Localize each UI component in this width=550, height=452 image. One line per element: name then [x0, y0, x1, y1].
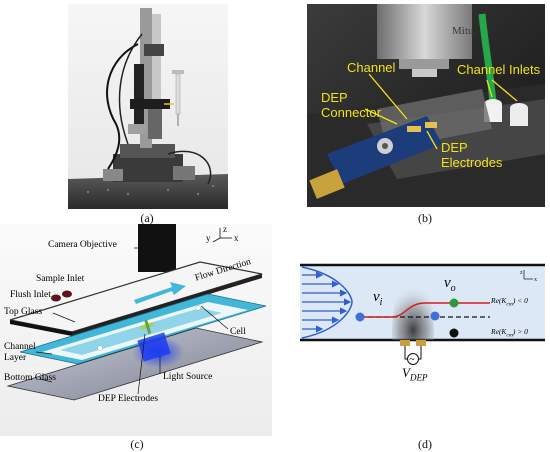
label-dep-electrodes-c: DEP Electrodes [98, 394, 159, 404]
label-re-pos: Re(Kcm) > 0 [491, 327, 528, 339]
axis-z-d: z [520, 270, 523, 276]
sample-inlet-hole [62, 290, 72, 298]
label-sample-inlet: Sample Inlet [36, 274, 85, 284]
pos-cell [449, 328, 459, 338]
label-dep-connector: DEP Connector [321, 90, 381, 120]
neg-path [360, 302, 490, 318]
label-cell: Cell [230, 327, 246, 337]
dep-flow-drawing: ~ z x [300, 263, 545, 366]
axis-z: z [223, 224, 227, 234]
label-light-source: Light Source [163, 372, 213, 382]
label-channel-layer: Channel Layer [4, 342, 36, 363]
label-dep-electrodes: DEP Electrodes [441, 140, 503, 170]
caption-d: (d) [418, 437, 432, 451]
label-vi: vi [373, 289, 383, 308]
label-leaders [364, 73, 518, 150]
caption-b: (b) [418, 211, 432, 225]
label-channel: Channel [347, 60, 396, 75]
axis-y: y [206, 233, 211, 243]
flow-arrows [302, 271, 352, 333]
flow-profile [301, 266, 353, 339]
caption-a: (a) [140, 211, 154, 225]
dep-field-region [392, 275, 434, 340]
label-bottom-glass: Bottom Glass [4, 373, 56, 383]
leader-lines [35, 247, 229, 395]
flush-inlet-hole [51, 294, 61, 302]
label-vo: vo [444, 275, 456, 294]
objective-brand: Mitu [452, 25, 474, 37]
ac-source-symbol [407, 353, 419, 365]
neg-cell [449, 298, 459, 308]
microscope-photo-drawing [68, 4, 228, 209]
axis-x: x [234, 233, 239, 243]
label-top-glass: Top Glass [4, 307, 43, 317]
ac-source-glyph: ~ [409, 355, 415, 366]
label-vdep: VDEP [402, 365, 428, 383]
cell-dot [97, 345, 103, 351]
camera-objective-shape [138, 224, 176, 272]
schematic-drawing: z x y [0, 224, 272, 436]
chip-photo: Mitu Channel DEP Connector Channel Inlet… [307, 4, 545, 207]
dep-flow-schematic: ~ z x vi vo Re(Kcm) < 0 Re(Kcm) > 0 VDEP [300, 255, 545, 383]
caption-c: (c) [130, 437, 144, 451]
microscope-setup-photo [68, 4, 228, 209]
cell-in-field [430, 311, 440, 321]
label-camera-objective: Camera Objective [48, 240, 117, 250]
label-re-neg: Re(Kcm) < 0 [491, 296, 528, 308]
flow-arrow [134, 282, 186, 304]
exploded-schematic: z x y Camera Objective Sample Inlet Flus… [0, 224, 272, 436]
incoming-cell [355, 312, 365, 322]
label-channel-inlets: Channel Inlets [457, 62, 541, 77]
chip-photo-drawing: Mitu [307, 4, 545, 207]
label-flush-inlet: Flush Inlet [10, 290, 51, 300]
axis-x-d: x [534, 277, 537, 283]
